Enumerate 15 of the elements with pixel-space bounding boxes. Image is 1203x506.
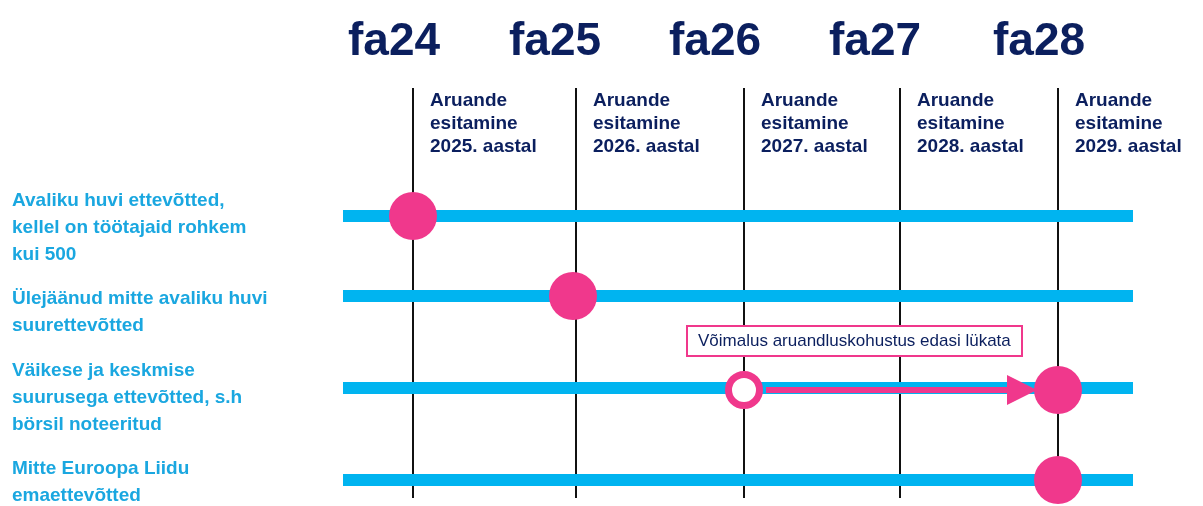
year-heading: fa25 — [509, 16, 602, 62]
edge-label: Võimalus aruandluskohustus edasi lükata — [686, 325, 1023, 357]
report-year-label: Aruande esitamine 2026. aastal — [593, 88, 701, 157]
year-heading: fa27 — [829, 16, 922, 62]
year-heading: fa28 — [993, 16, 1086, 62]
company-group-label: Mitte Euroopa Liidu emaettevõtted — [12, 456, 191, 506]
company-group-label: Avaliku huvi ettevõtted, kellel on töötajaid rohkem kui 500 — [12, 188, 248, 266]
report-year-label: Aruande esitamine 2027. aastal — [761, 88, 869, 157]
report-year-label: Aruande esitamine 2025. aastal — [430, 88, 538, 157]
company-group-label: Ülejäänud mitte avaliku huvi suurettevõtted — [12, 286, 269, 337]
year-heading: fa24 — [348, 16, 441, 62]
report-year-label: Aruande esitamine 2028. aastal — [917, 88, 1025, 157]
year-heading: fa26 — [669, 16, 762, 62]
company-group-label: Väikese ja keskmise suurusega ettevõtted, s.h börsil noteeritud — [12, 358, 244, 436]
report-year-label: Aruande esitamine 2029. aastal — [1075, 88, 1183, 157]
